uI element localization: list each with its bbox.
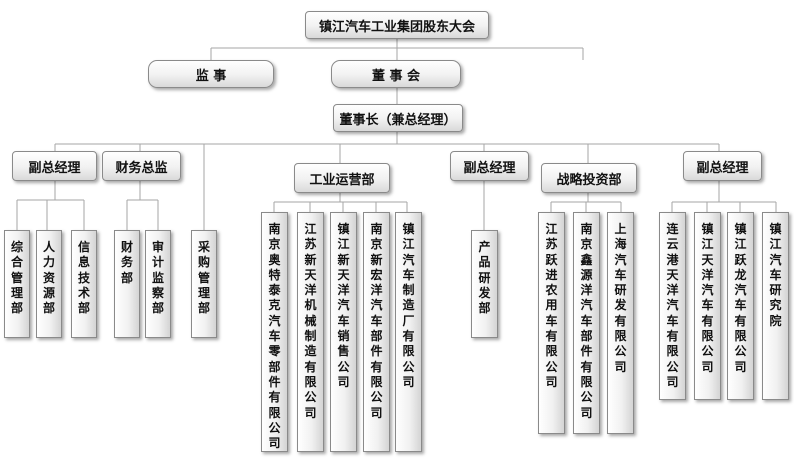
strategy-label: 战略投资部: [556, 172, 622, 188]
cfo-box: 财务总监: [102, 151, 181, 181]
company-box: 连云港天洋汽车有限公司: [659, 212, 686, 400]
right-vp-box: 副总经理: [683, 151, 762, 181]
dept-label: 综合管理部: [10, 240, 23, 316]
strategy-box: 战略投资部: [541, 163, 637, 193]
company-label: 镇江跃龙汽车有限公司: [734, 222, 747, 374]
company-box: 南京奥特泰克汽车零部件有限公司: [261, 212, 288, 452]
mid-vp-label: 副总经理: [463, 160, 516, 176]
company-box: 南京新宏洋汽车部件有限公司: [363, 212, 390, 452]
company-label: 江苏新天洋机械制造有限公司: [304, 222, 317, 420]
procurement-label: 采购管理部: [197, 240, 210, 316]
supervisors-label: 监 事: [195, 68, 227, 84]
company-box: 镇江汽车研究院: [762, 212, 789, 400]
left-vp-box: 副总经理: [12, 151, 97, 181]
company-box: 镇江天洋汽车有限公司: [694, 212, 721, 400]
company-box: 镇江汽车制造厂有限公司: [395, 212, 422, 452]
dept-box: 产品研发部: [471, 230, 498, 338]
company-box: 镇江新天洋汽车销售公司: [330, 212, 357, 452]
company-box: 江苏跃进农用车有限公司: [538, 212, 565, 434]
chairman-box: 董事长（兼总经理）: [333, 104, 463, 132]
operations-box: 工业运营部: [294, 163, 390, 193]
dept-box: 综合管理部: [4, 230, 30, 338]
left-vp-label: 副总经理: [28, 160, 81, 176]
board-box: 董 事 会: [331, 60, 461, 88]
dept-box: 财务部: [114, 230, 140, 338]
mid-vp-box: 副总经理: [450, 151, 529, 181]
cfo-label: 财务总监: [115, 160, 168, 176]
dept-box: 信息技术部: [71, 230, 97, 338]
company-label: 上海汽车研发有限公司: [614, 222, 627, 374]
company-label: 南京奥特泰克汽车零部件有限公司: [268, 222, 281, 451]
company-label: 镇江汽车制造厂有限公司: [402, 222, 415, 389]
dept-label: 审计监察部: [151, 240, 164, 316]
dept-label: 人力资源部: [42, 240, 55, 316]
supervisors-box: 监 事: [148, 60, 274, 88]
right-vp-label: 副总经理: [696, 160, 749, 176]
company-label: 连云港天洋汽车有限公司: [666, 222, 679, 389]
dept-box: 人力资源部: [36, 230, 62, 338]
dept-label: 财务部: [120, 240, 133, 285]
dept-box: 审计监察部: [145, 230, 171, 338]
operations-label: 工业运营部: [309, 172, 375, 188]
company-box: 江苏新天洋机械制造有限公司: [297, 212, 324, 452]
company-label: 南京鑫源洋汽车部件有限公司: [580, 222, 593, 420]
company-label: 南京新宏洋汽车部件有限公司: [370, 222, 383, 420]
company-box: 南京鑫源洋汽车部件有限公司: [573, 212, 600, 434]
chairman-label: 董事长（兼总经理）: [339, 112, 457, 128]
company-label: 镇江汽车研究院: [769, 222, 782, 328]
company-box: 上海汽车研发有限公司: [607, 212, 634, 434]
company-label: 镇江新天洋汽车销售公司: [337, 222, 350, 389]
company-label: 江苏跃进农用车有限公司: [545, 222, 558, 389]
board-label: 董 事 会: [371, 68, 421, 84]
procurement-box: 采购管理部: [191, 230, 217, 338]
company-label: 镇江天洋汽车有限公司: [701, 222, 714, 374]
dept-label: 信息技术部: [77, 240, 90, 316]
shareholders-meeting-label: 镇江汽车工业集团股东大会: [318, 19, 475, 35]
dept-label: 产品研发部: [478, 240, 491, 316]
shareholders-meeting-box: 镇江汽车工业集团股东大会: [305, 11, 489, 39]
company-box: 镇江跃龙汽车有限公司: [727, 212, 754, 400]
